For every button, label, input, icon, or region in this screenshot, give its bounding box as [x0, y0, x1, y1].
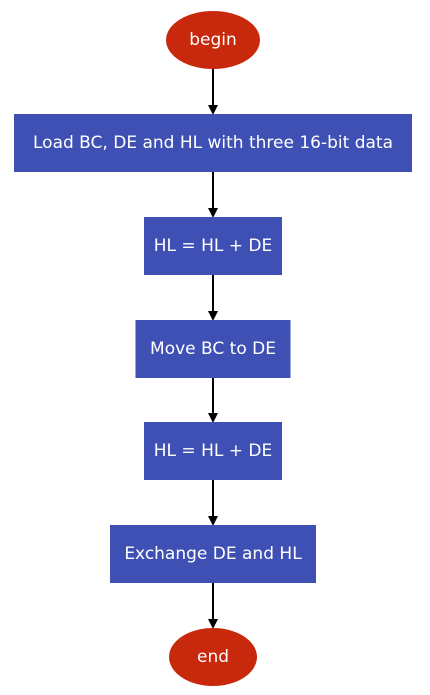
node-move: Move BC to DE: [135, 320, 291, 378]
node-label: Load BC, DE and HL with three 16-bit dat…: [33, 133, 393, 153]
process-shape: [110, 525, 316, 583]
node-add1: HL = HL + DE: [144, 217, 282, 275]
node-label: Move BC to DE: [150, 339, 276, 359]
node-label: HL = HL + DE: [154, 441, 272, 461]
node-label: Exchange DE and HL: [124, 544, 302, 564]
node-label: HL = HL + DE: [154, 236, 272, 256]
node-label: end: [197, 647, 229, 667]
process-shape: [144, 422, 282, 480]
process-shape: [135, 320, 291, 378]
node-load: Load BC, DE and HL with three 16-bit dat…: [14, 114, 412, 172]
terminal-shape: [169, 628, 257, 686]
terminal-shape: [166, 11, 260, 69]
node-begin: begin: [166, 11, 260, 69]
node-end: end: [169, 628, 257, 686]
node-xchg: Exchange DE and HL: [110, 525, 316, 583]
process-shape: [144, 217, 282, 275]
node-label: begin: [189, 30, 237, 50]
node-add2: HL = HL + DE: [144, 422, 282, 480]
process-shape: [14, 114, 412, 172]
